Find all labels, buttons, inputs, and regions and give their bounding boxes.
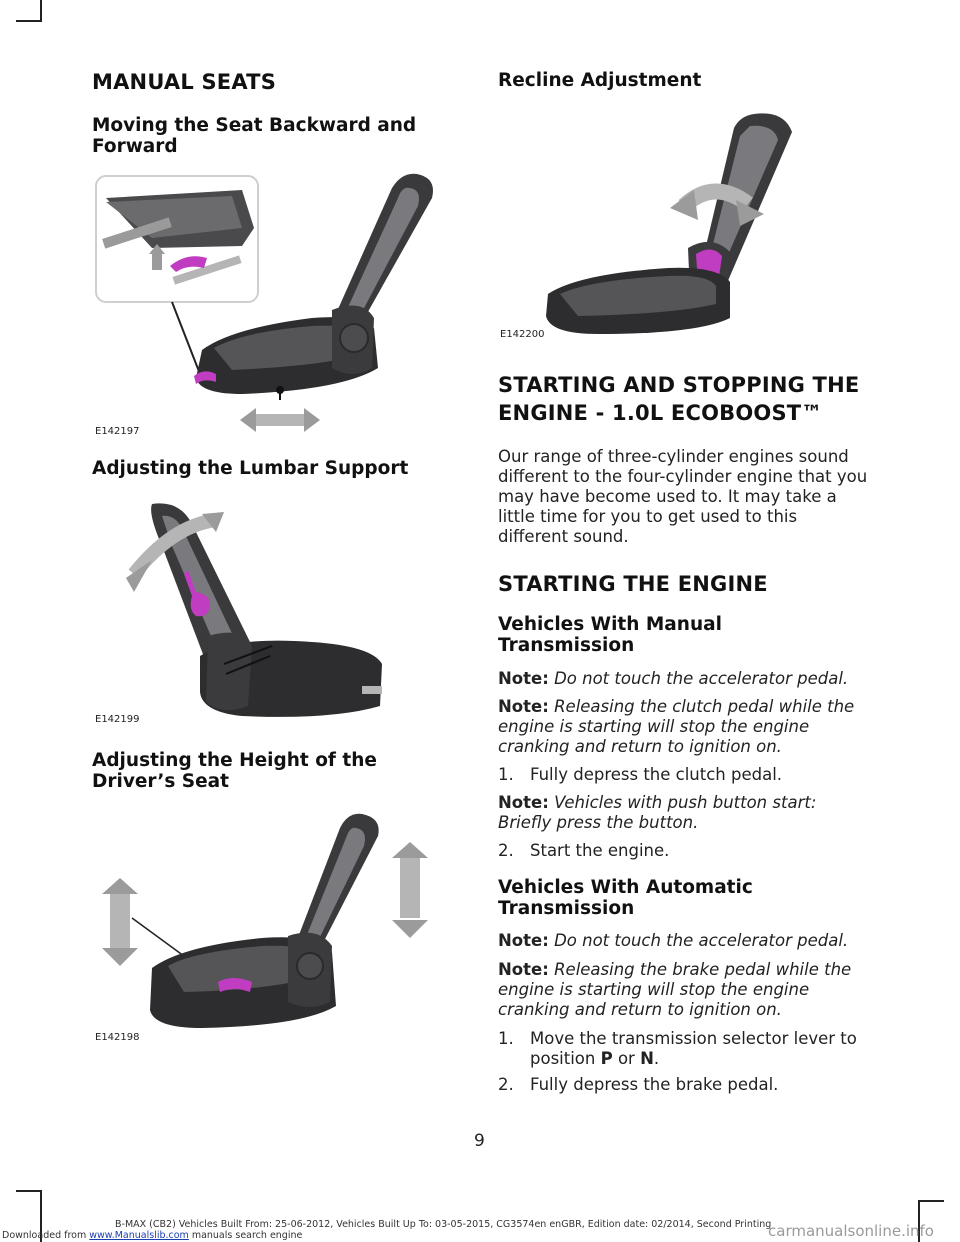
note-label: Note: [498,793,549,812]
note-text: Vehicles with push button start: Briefly… [498,793,817,832]
heading-recline: Recline Adjustment [498,70,702,91]
note-label: Note: [498,931,549,950]
manual-note-1: Note: Do not touch the accelerator pedal… [498,669,872,689]
heading-starting-engine: STARTING THE ENGINE [498,572,768,596]
heading-lumbar-support: Adjusting the Lumbar Support [92,458,409,479]
note-text: Releasing the brake pedal while the engi… [498,960,852,1019]
heading-starting-stopping-1: STARTING AND STOPPING THE [498,373,860,397]
step-text: Move the transmission selector lever to … [530,1029,870,1069]
figure-seat-height [92,806,452,1042]
auto-step-1: 1. Move the transmission selector lever … [498,1029,872,1069]
step-text-end: . [653,1049,660,1068]
note-text: Do not touch the accelerator pedal. [554,931,849,950]
heading-automatic-transmission: Vehicles With Automatic Transmission [498,877,753,919]
downloaded-from-text: Downloaded from [2,1230,90,1241]
lumbar-illustration [126,503,382,717]
crop-mark-top-left-h [16,20,42,22]
figure-id-e142197: E142197 [95,426,140,437]
heading-seat-height: Adjusting the Height of the Driver’s Sea… [92,750,377,792]
figure-id-e142199: E142199 [95,714,140,725]
page-number: 9 [474,1131,485,1151]
note-text: Do not touch the accelerator pedal. [554,669,849,688]
recline-illustration [546,113,792,334]
intro-paragraph: Our range of three-cylinder engines soun… [498,447,868,546]
auto-note-1: Note: Do not touch the accelerator pedal… [498,931,872,951]
heading-starting-stopping-2: ENGINE - 1.0L ECOBOOST™ [498,401,823,425]
download-source-footer: Downloaded from www.Manualslib.com manua… [2,1230,302,1241]
note-text: Releasing the clutch pedal while the eng… [498,697,855,756]
step-number: 1. [498,1029,514,1048]
step-text-pre: Move the transmission selector lever to … [530,1029,857,1068]
figure-id-e142198: E142198 [95,1032,140,1043]
manual-note-2: Note: Releasing the clutch pedal while t… [498,697,872,757]
figure-id-e142200: E142200 [500,329,545,340]
step-text-or: or [612,1049,641,1068]
note-label: Note: [498,669,549,688]
seat-fore-aft-illustration [95,173,433,432]
watermark: carmanualsonline.info [768,1222,934,1240]
crop-mark-bottom-left-h [16,1190,42,1192]
crop-mark-bottom-right-h [918,1200,944,1202]
section-title-manual-seats: MANUAL SEATS [92,70,277,94]
step-text: Start the engine. [530,841,670,860]
seat-height-illustration [102,813,428,1028]
step-number: 1. [498,765,514,784]
manual-step-2: 2. Start the engine. [498,841,872,861]
manualslib-link[interactable]: www.Manualslib.com [89,1230,189,1241]
manual-note-3: Note: Vehicles with push button start: B… [498,793,872,833]
crop-mark-bottom-left-v [40,1190,42,1242]
search-engine-text: manuals search engine [188,1230,303,1241]
position-n: N [640,1049,654,1068]
figure-seat-fore-aft [92,168,452,438]
auto-step-2: 2. Fully depress the brake pedal. [498,1075,872,1095]
crop-mark-top-left-v [40,0,42,22]
auto-note-2: Note: Releasing the brake pedal while th… [498,960,872,1020]
note-label: Note: [498,697,549,716]
crop-mark-bottom-right-v [918,1200,920,1242]
heading-manual-transmission: Vehicles With Manual Transmission [498,614,722,656]
figure-recline [498,108,868,340]
step-number: 2. [498,841,514,860]
note-label: Note: [498,960,549,979]
vehicle-info-footer: B-MAX (CB2) Vehicles Built From: 25-06-2… [115,1219,772,1230]
step-text: Fully depress the brake pedal. [530,1075,779,1094]
step-text: Fully depress the clutch pedal. [530,765,783,784]
position-p: P [600,1049,613,1068]
manual-step-1: 1. Fully depress the clutch pedal. [498,765,872,785]
heading-move-seat: Moving the Seat Backward and Forward [92,115,417,157]
figure-lumbar [92,496,452,726]
step-number: 2. [498,1075,514,1094]
